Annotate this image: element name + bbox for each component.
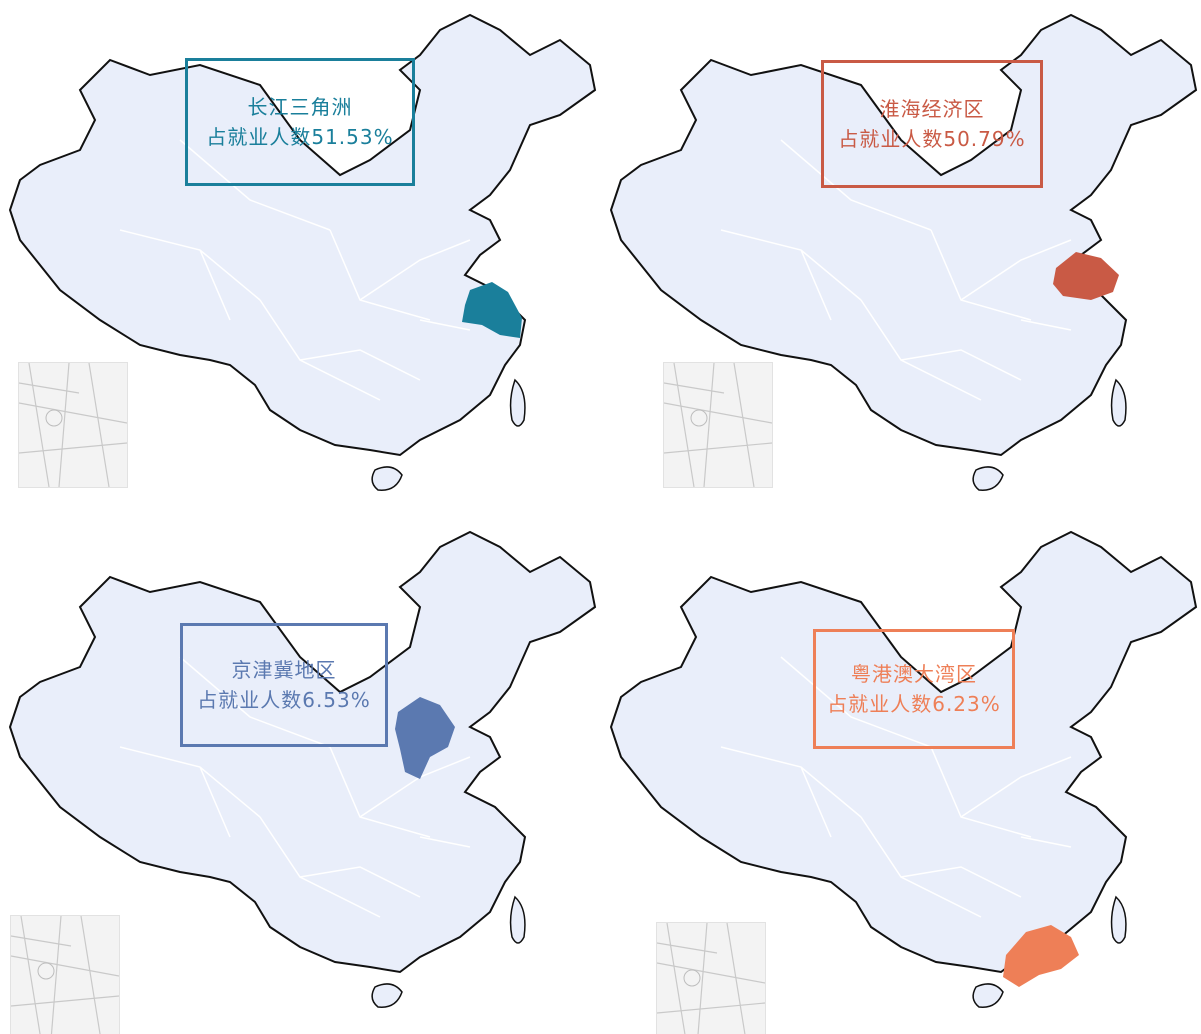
china-map [9, 531, 596, 1008]
employment-share: 占就业人数6.23% [827, 692, 1001, 716]
region-name: 长江三角洲 [247, 95, 353, 119]
highlight-region [395, 697, 455, 779]
inset-minimap [10, 915, 120, 1034]
highlight-region [1003, 925, 1079, 987]
region-label-box: 粤港澳大湾区 占就业人数6.23% [813, 629, 1015, 749]
employment-share: 占就业人数6.53% [197, 688, 371, 712]
china-map [610, 14, 1197, 491]
map-panel-huaihai: 淮海经济区 占就业人数50.79% [601, 0, 1201, 517]
employment-share: 占就业人数51.53% [206, 125, 394, 149]
china-map [610, 531, 1197, 1008]
employment-share: 占就业人数50.79% [838, 127, 1026, 151]
inset-minimap [656, 922, 766, 1034]
region-label-box: 京津冀地区 占就业人数6.53% [180, 623, 388, 747]
highlight-region [462, 282, 522, 338]
highlight-region [1053, 252, 1119, 300]
map-panel-greater-bay-area: 粤港澳大湾区 占就业人数6.23% [601, 517, 1201, 1034]
region-label-box: 淮海经济区 占就业人数50.79% [821, 60, 1043, 188]
region-name: 京津冀地区 [231, 658, 337, 682]
inset-minimap [18, 362, 128, 488]
region-name: 淮海经济区 [879, 97, 985, 121]
china-map [9, 14, 596, 491]
map-panel-jingjinji: 京津冀地区 占就业人数6.53% [0, 517, 600, 1034]
map-panel-yangtze-delta: 长江三角洲 占就业人数51.53% [0, 0, 600, 517]
region-name: 粤港澳大湾区 [851, 662, 977, 686]
inset-minimap [663, 362, 773, 488]
region-label-box: 长江三角洲 占就业人数51.53% [185, 58, 415, 186]
